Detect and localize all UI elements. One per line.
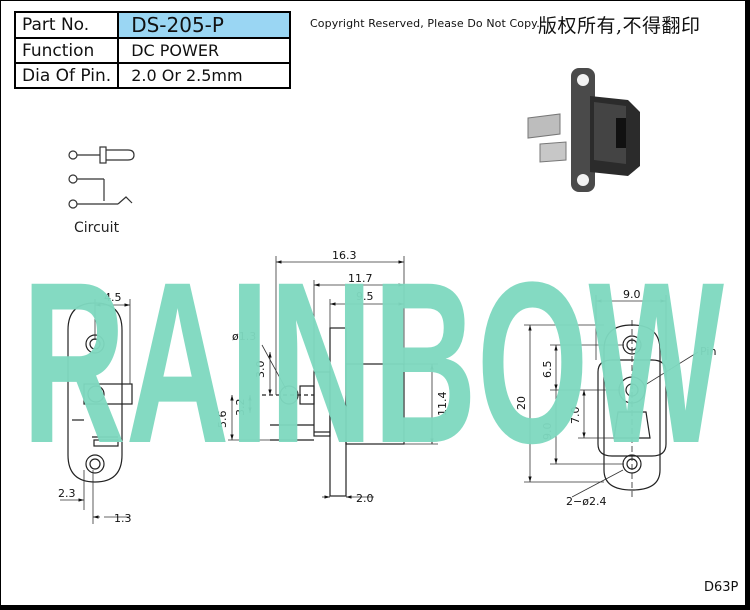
spec-value-part-no: DS-205-P [117,11,292,39]
dim-2-3: 2.3 [58,487,76,500]
dimension-labels: 16.3 11.7 9.5 4.5 9.0 ø1.3 3.0 3.2 5.6 1… [58,249,716,525]
spec-key-function: Function [13,37,120,64]
dim-7-0: 7.0 [569,407,582,425]
front-view [262,327,405,497]
dim-2-0: 2.0 [356,492,374,505]
spec-value-pin-dia: 2.0 Or 2.5mm [117,62,292,89]
spec-value-function: DC POWER [117,37,292,64]
circuit-symbol [68,146,135,209]
dim-9-5: 9.5 [356,290,374,303]
dim-3-2: 3.2 [234,399,247,417]
copyright-notice-cn: 版权所有,不得翻印 [538,15,701,37]
dim-5-6: 5.6 [216,411,229,429]
dim-11-4: 11.4 [436,392,449,417]
dim-4-5: 4.5 [104,291,122,304]
dim-16-3: 16.3 [332,249,357,262]
circuit-label: Circuit [74,220,120,236]
dim-20: 20 [515,396,528,410]
dim-9-0-vertical: 9.0 [541,423,554,441]
dim-mounting-holes: 2−ø2.4 [566,495,606,508]
spec-row-function: Function DC POWER [13,37,292,64]
dimension-lines [60,256,699,524]
left-side-view [67,302,133,483]
product-3d-render [527,68,640,192]
spec-table: Part No. DS-205-P Function DC POWER Dia … [13,11,292,89]
spec-key-part-no: Part No. [13,11,120,39]
dim-pin-dia: ø1.3 [232,330,256,343]
right-bottom-view [597,320,667,500]
copyright-notice: Copyright Reserved, Please Do Not Copy. [310,17,540,30]
label-pin: Pin [700,345,716,358]
dim-11-7: 11.7 [348,272,373,285]
rainbow-watermark: RAINBOW [22,234,724,491]
dim-3-0: 3.0 [254,361,267,379]
drawing-code: D63P [704,580,739,595]
dim-1-3: 1.3 [114,512,132,525]
spec-row-part-no: Part No. DS-205-P [13,11,292,39]
dim-6-5: 6.5 [541,361,554,379]
dim-9-0: 9.0 [623,288,641,301]
spec-key-pin-dia: Dia Of Pin. [13,62,120,89]
spec-row-pin-dia: Dia Of Pin. 2.0 Or 2.5mm [13,62,292,89]
